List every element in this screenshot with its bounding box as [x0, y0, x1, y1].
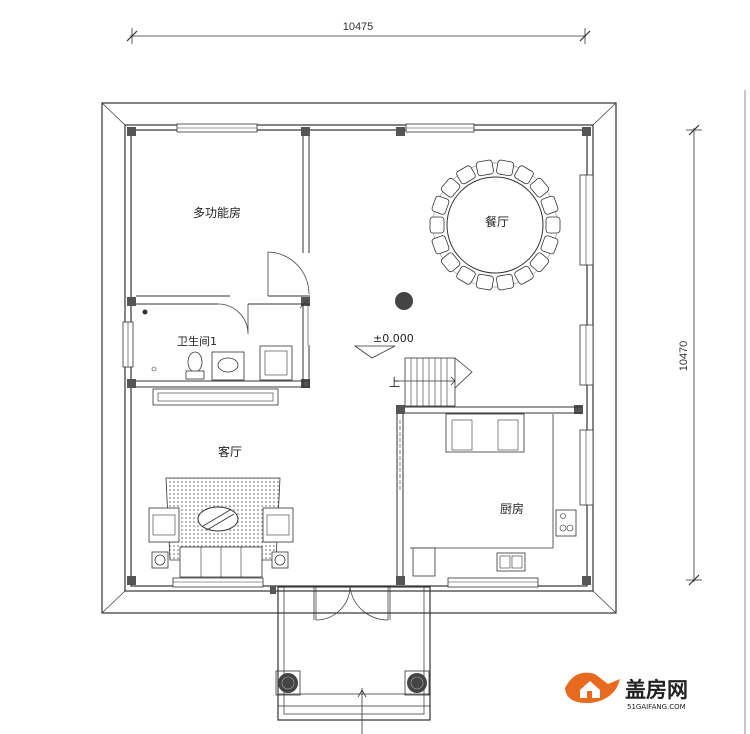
dining-chair	[456, 265, 476, 285]
sink-icon	[217, 357, 239, 373]
dining-chair	[496, 159, 515, 177]
toilet-icon	[187, 351, 203, 373]
watermark-url: 51GAIFANG.COM	[627, 703, 686, 711]
stair-up-label: 上	[389, 376, 400, 389]
room-label-dining: 餐厅	[485, 214, 509, 229]
dining-chair	[496, 273, 515, 291]
dining-chair	[540, 195, 559, 215]
dining-chair	[440, 177, 461, 198]
entrance-porch	[275, 586, 431, 734]
bathroom-fixtures	[142, 309, 293, 406]
elevation-label: ±0.000	[373, 332, 414, 345]
stairs: 上	[389, 357, 473, 407]
elevation-marker: ±0.000	[353, 332, 414, 359]
roof-eaves	[101, 102, 617, 614]
interior-walls	[136, 136, 582, 576]
doors	[217, 251, 310, 345]
dining-chair	[431, 195, 450, 215]
columns	[127, 127, 591, 585]
top-dimension: 10475	[126, 21, 591, 44]
dining-chair	[475, 159, 494, 177]
windows	[122, 123, 594, 588]
room-label-bathroom: 卫生间1	[177, 334, 217, 348]
dining-chair	[429, 216, 445, 234]
living-room-furniture	[148, 477, 294, 578]
dining-chair	[475, 273, 494, 291]
dining-chair	[514, 165, 534, 185]
room-label-kitchen: 厨房	[500, 501, 524, 516]
dining-chair	[529, 177, 550, 198]
room-label-multi-function: 多功能房	[193, 205, 241, 220]
height-dimension-label: 10470	[678, 341, 690, 372]
decor-plant-icon	[395, 292, 413, 310]
kitchen-fixtures	[399, 413, 577, 577]
dining-table	[429, 159, 561, 291]
room-label-living: 客厅	[218, 444, 242, 459]
right-dimension: 10470	[678, 124, 702, 586]
dining-chair	[440, 252, 461, 273]
watermark-brand: 盖房网	[625, 678, 688, 702]
dining-chair	[540, 235, 559, 255]
dining-chair	[456, 165, 476, 185]
width-dimension-label: 10475	[343, 21, 374, 33]
watermark-logo: 盖房网 51GAIFANG.COM	[565, 672, 688, 711]
dining-chair	[514, 265, 534, 285]
dining-chair	[431, 235, 450, 255]
dining-chair	[529, 252, 550, 273]
dining-chair	[545, 216, 561, 234]
